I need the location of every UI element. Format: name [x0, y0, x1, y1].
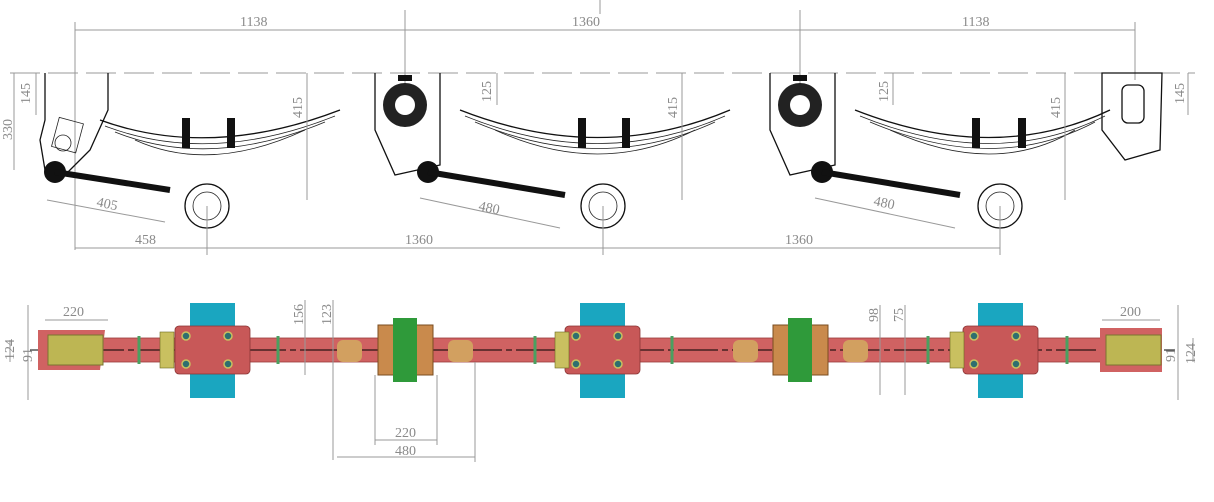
dim-415-2: 415 [666, 97, 681, 118]
dim-right-91: 91 [1164, 348, 1179, 362]
rear-bracket [1101, 72, 1163, 161]
dim-right-124: 124 [1184, 343, 1199, 364]
dim-415-3: 415 [1049, 97, 1064, 118]
dim-145-right: 145 [1173, 83, 1188, 104]
dim-top-center: 1360 [572, 15, 600, 30]
dim-left-124: 124 [3, 339, 18, 360]
left-end-block [47, 334, 104, 366]
top-view-dimension-lines [9, 300, 1194, 462]
dim-left-91: 91 [21, 348, 36, 362]
dim-rod-480-1: 480 [477, 199, 501, 218]
leaf-springs [99, 109, 1111, 156]
dim-center-480: 480 [395, 444, 416, 459]
dim-98: 98 [867, 308, 882, 322]
u-bolts [182, 118, 1026, 148]
side-view: 1138 1360 1138 [1, 0, 1195, 255]
dim-123: 123 [320, 304, 335, 325]
dim-top-left: 1138 [240, 15, 267, 30]
right-end-block [1105, 334, 1162, 366]
top-view: 220 124 91 156 123 220 480 98 75 200 91 … [3, 300, 1199, 462]
dim-bottom-1360-1: 1360 [405, 233, 433, 248]
clamp-bolts [181, 331, 1021, 369]
dim-top-right: 1138 [962, 15, 989, 30]
equalizer-hangers [337, 318, 868, 382]
dim-458: 458 [135, 233, 156, 248]
dim-125-2: 125 [877, 81, 892, 102]
center-hanger-1 [374, 73, 441, 183]
dim-145-left: 145 [19, 83, 34, 104]
dim-75: 75 [892, 308, 907, 322]
front-hanger [39, 73, 109, 183]
dim-rod-405: 405 [95, 195, 119, 214]
dim-bottom-1360-2: 1360 [785, 233, 813, 248]
dim-415-1: 415 [291, 97, 306, 118]
rod-bushings [159, 331, 965, 369]
dim-330: 330 [1, 119, 16, 140]
dim-rod-480-2: 480 [872, 194, 896, 213]
top-dimension-lines [74, 0, 1136, 250]
center-hanger-2 [769, 73, 836, 183]
dim-center-220: 220 [395, 426, 416, 441]
spacer-bolts [137, 336, 1069, 364]
vertical-dimension-lines [13, 73, 1189, 200]
dim-125-1: 125 [480, 81, 495, 102]
dim-156: 156 [292, 304, 307, 325]
torque-rods [54, 169, 961, 198]
axles-side [184, 183, 1023, 229]
dim-right-200: 200 [1120, 305, 1141, 320]
dim-left-220: 220 [63, 305, 84, 320]
